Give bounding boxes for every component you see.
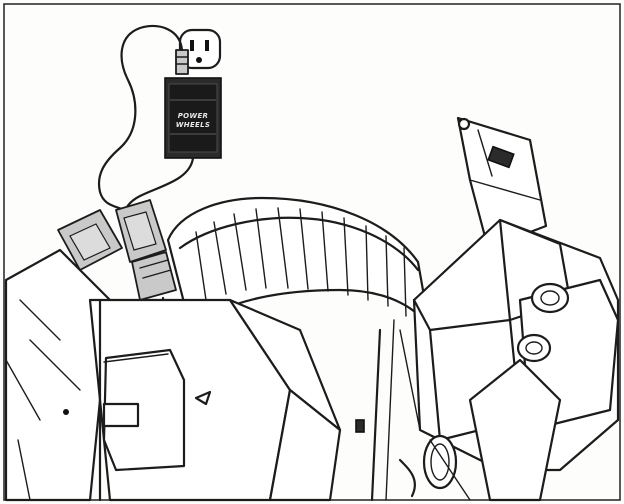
charger-plug: [176, 50, 188, 74]
charger-unit: POWER WHEELS: [165, 78, 221, 158]
charger-brand-line2: WHEELS: [176, 121, 210, 129]
charger-brand-line1: POWER: [178, 112, 208, 120]
